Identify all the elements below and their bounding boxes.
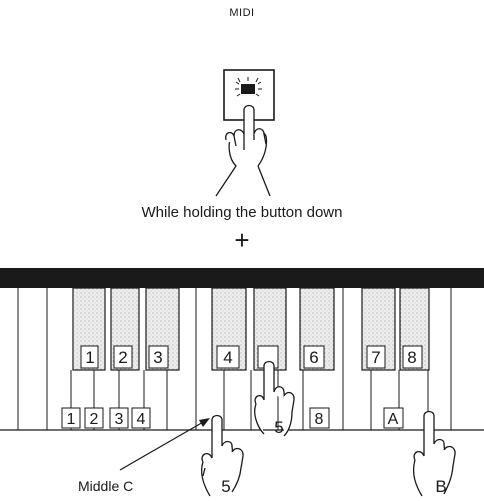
finger-label: 5	[221, 477, 230, 496]
black-key-label: 7	[371, 348, 380, 367]
pressing-hand-icon	[200, 414, 244, 497]
middle-c-label: Middle C	[78, 478, 134, 494]
black-key-label: 2	[118, 348, 127, 367]
plus-sign: +	[234, 225, 250, 255]
instruction-caption: While holding the button down	[141, 204, 343, 221]
white-key-label: 1	[67, 411, 76, 428]
white-key-label: A	[388, 411, 399, 428]
pressing-hand-icon	[215, 104, 271, 197]
black-key-label: 4	[223, 348, 232, 367]
arrow-icon	[119, 418, 210, 471]
black-key-label: 8	[407, 348, 416, 367]
white-key-label: 4	[137, 411, 146, 428]
finger-label: B	[435, 477, 446, 496]
white-key-label: 8	[315, 411, 324, 428]
diagram-title: MIDI	[229, 7, 255, 19]
pressing-hand-icon	[254, 360, 295, 437]
white-key-label: 2	[90, 411, 99, 428]
pressing-hand-icon	[412, 410, 456, 497]
black-key-label: 1	[85, 348, 94, 367]
white-key-label: 3	[115, 411, 124, 428]
finger-label: 5	[274, 418, 283, 437]
black-key-label: 3	[153, 348, 162, 367]
piano-keyboard	[0, 268, 484, 431]
midi-button-icon	[223, 69, 275, 121]
black-key-label: 6	[309, 348, 318, 367]
